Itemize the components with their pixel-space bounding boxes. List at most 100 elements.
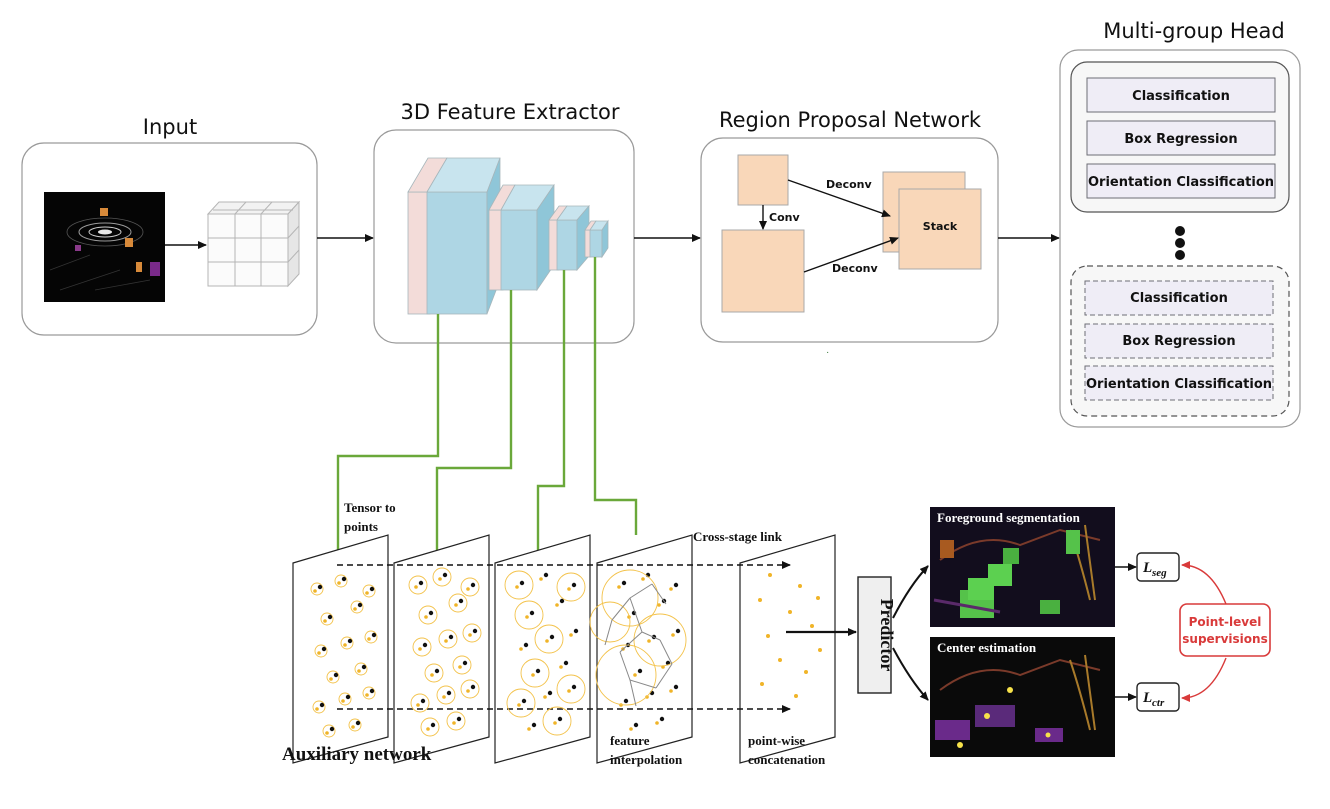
- point-dot: [637, 668, 643, 674]
- point-dot: [472, 628, 478, 634]
- deconv-top-label: Deconv: [826, 178, 873, 191]
- neighborhood-ring: [348, 718, 362, 732]
- point-plane: [739, 534, 836, 764]
- point-dot: [327, 614, 333, 620]
- point-dot: [557, 716, 563, 722]
- point-dot: [675, 628, 681, 634]
- point-dot: [317, 651, 321, 655]
- point-dot: [539, 577, 543, 581]
- feature-blocks: [407, 157, 609, 315]
- supervision-line1: Point-level: [1189, 615, 1262, 629]
- head-group-2-item-label: Box Regression: [1122, 334, 1235, 349]
- cross-stage-links: [336, 257, 638, 550]
- point-dot: [430, 673, 434, 677]
- point-dot: [547, 690, 553, 696]
- point-plane: [393, 534, 490, 764]
- neighborhood-ring: [438, 629, 458, 649]
- input-title: Input: [143, 115, 197, 139]
- point-dot: [559, 598, 565, 604]
- point-dot: [794, 694, 798, 698]
- neighborhood-ring: [534, 624, 564, 654]
- auxiliary-network-label: Auxiliary network: [282, 744, 432, 765]
- neighborhood-ring: [350, 600, 364, 614]
- point-dot: [347, 638, 353, 644]
- loss-seg-box: [1136, 552, 1180, 582]
- predictor-label: Predictor: [877, 599, 897, 672]
- neighborhood-ring: [340, 636, 354, 650]
- head-group-1-item-label: Orientation Classification: [1088, 175, 1274, 190]
- point-plane: [494, 534, 591, 764]
- point-dot: [804, 670, 808, 674]
- neighborhood-ring: [446, 711, 466, 731]
- neighborhood-ring: [412, 637, 432, 657]
- point-dot: [633, 673, 637, 677]
- point-dot: [365, 693, 369, 697]
- foreground-segmentation-image: [930, 507, 1115, 627]
- neighborhood-ring: [460, 679, 480, 699]
- point-dot: [517, 703, 521, 707]
- point-dot: [357, 602, 363, 608]
- point-dot: [357, 669, 361, 673]
- center-estimation-image: [930, 637, 1115, 757]
- point-dot: [323, 619, 327, 623]
- neighborhood-ring: [354, 662, 368, 676]
- interpolation-edges: [604, 583, 673, 707]
- point-dot: [669, 587, 673, 591]
- point-dot: [673, 684, 679, 690]
- neighborhood-ring: [320, 612, 334, 626]
- head-group-1-item: [1086, 120, 1276, 156]
- point-dot: [325, 731, 329, 735]
- point-dot: [760, 682, 764, 686]
- point-dot: [416, 703, 420, 707]
- neighborhood-ring: [420, 717, 440, 737]
- point-dot: [430, 722, 436, 728]
- point-dot: [521, 698, 527, 704]
- point-dot: [778, 658, 782, 662]
- point-dot: [798, 584, 802, 588]
- head-group-2-item: [1084, 365, 1274, 401]
- feature-extractor-title: 3D Feature Extractor: [401, 100, 620, 124]
- neighborhood-ring: [432, 567, 452, 587]
- loss-seg-sub: seg: [1151, 567, 1167, 579]
- neighborhood-ring: [506, 688, 536, 718]
- point-dot: [434, 668, 440, 674]
- neighborhood-ring: [364, 630, 378, 644]
- point-dot: [337, 581, 341, 585]
- auxiliary-network-section: Tensor to points Cross-stage link featur…: [282, 500, 1271, 767]
- point-dot: [448, 634, 454, 640]
- point-dot: [535, 668, 541, 674]
- neighborhood-ring: [338, 692, 352, 706]
- point-dot: [573, 628, 579, 634]
- point-dot: [371, 632, 377, 638]
- lidar-input-image: [44, 192, 165, 302]
- point-dot: [543, 695, 547, 699]
- point-dot: [345, 694, 351, 700]
- feature-interpolation-line2: interpolation: [610, 752, 683, 767]
- point-dot: [655, 721, 659, 725]
- point-dot: [470, 684, 476, 690]
- point-dot: [426, 727, 430, 731]
- neighborhood-ring: [310, 582, 324, 596]
- point-dot: [659, 716, 665, 722]
- neighborhood-ring: [322, 724, 336, 738]
- point-dot: [333, 672, 339, 678]
- point-dot: [329, 677, 333, 681]
- point-dot: [629, 727, 633, 731]
- point-dot: [669, 689, 673, 693]
- point-dot: [766, 634, 770, 638]
- interpolation-ring: [589, 601, 631, 643]
- point-dot: [515, 585, 519, 589]
- foreground-segmentation-label: Foreground segmentation: [937, 510, 1081, 525]
- neighborhood-ring: [452, 655, 472, 675]
- neighborhood-ring: [408, 575, 428, 595]
- neighborhood-ring: [514, 600, 544, 630]
- point-dot: [519, 580, 525, 586]
- point-dot: [353, 607, 357, 611]
- point-dot: [414, 585, 418, 589]
- neighborhood-ring: [542, 706, 572, 736]
- neighborhood-ring: [362, 686, 376, 700]
- neighborhood-ring: [448, 593, 468, 613]
- point-dot: [317, 584, 323, 590]
- point-dot: [641, 577, 645, 581]
- cross-stage-link-label: Cross-stage link: [693, 529, 783, 544]
